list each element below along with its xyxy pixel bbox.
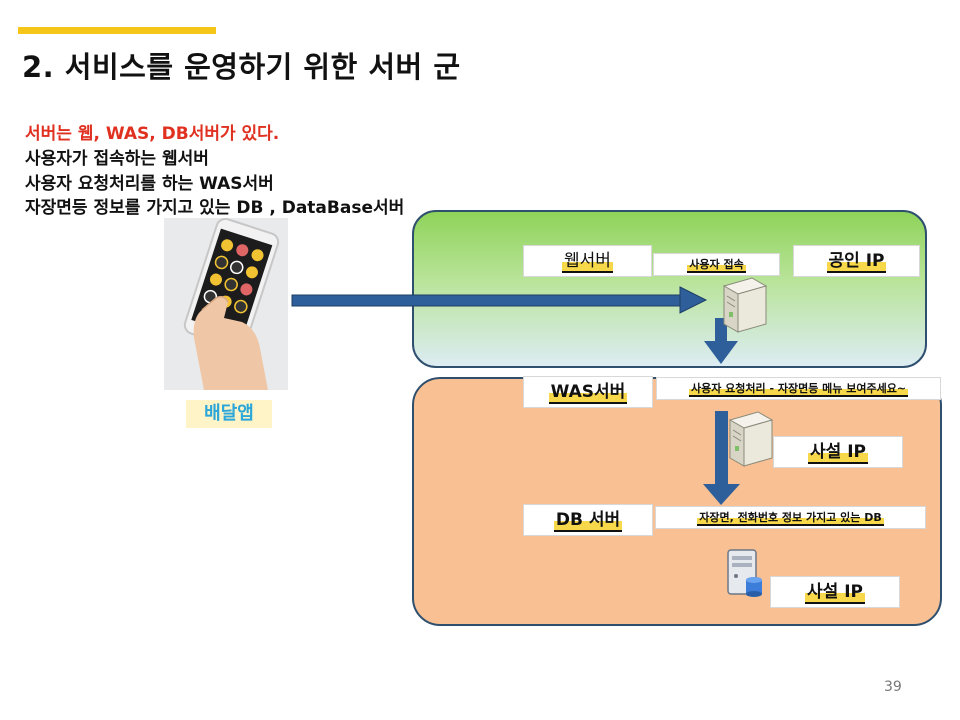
title-accent-bar (18, 27, 216, 34)
was-to-db-arrow (703, 411, 740, 505)
was-private-ip-label: 사설 IP (773, 436, 903, 468)
bullet-line: 자장면등 정보를 가지고 있는 DB , DataBase서버 (25, 198, 405, 218)
web-server-zone (412, 210, 927, 368)
web-server-icon (722, 277, 768, 333)
db-private-ip-label: 사설 IP (770, 576, 900, 608)
was-server-label: WAS서버 (523, 376, 653, 408)
phone-icon (164, 218, 288, 390)
web-public-ip-label: 공인 IP (793, 245, 920, 277)
app-caption: 배달앱 (186, 400, 272, 428)
db-server-label: DB 서버 (523, 504, 653, 536)
page-number: 39 (884, 679, 902, 695)
bullet-line: 사용자가 접속하는 웹서버 (25, 149, 209, 169)
client-to-web-arrow (291, 286, 708, 314)
db-server-description: 자장면, 전화번호 정보 가지고 있는 DB (655, 506, 926, 529)
bullet-line: 서버는 웹, WAS, DB서버가 있다. (25, 124, 280, 144)
was-server-description: 사용자 요청처리 - 자장면등 메뉴 보여주세요~ (656, 377, 941, 400)
bullet-line: 사용자 요청처리를 하는 WAS서버 (25, 174, 274, 194)
database-server-icon (727, 549, 762, 597)
was-server-icon (728, 411, 774, 467)
web-server-description: 사용자 접속 (653, 253, 780, 276)
slide-title: 2. 서비스를 운영하기 위한 서버 군 (22, 50, 461, 84)
web-server-label: 웹서버 (523, 245, 652, 277)
